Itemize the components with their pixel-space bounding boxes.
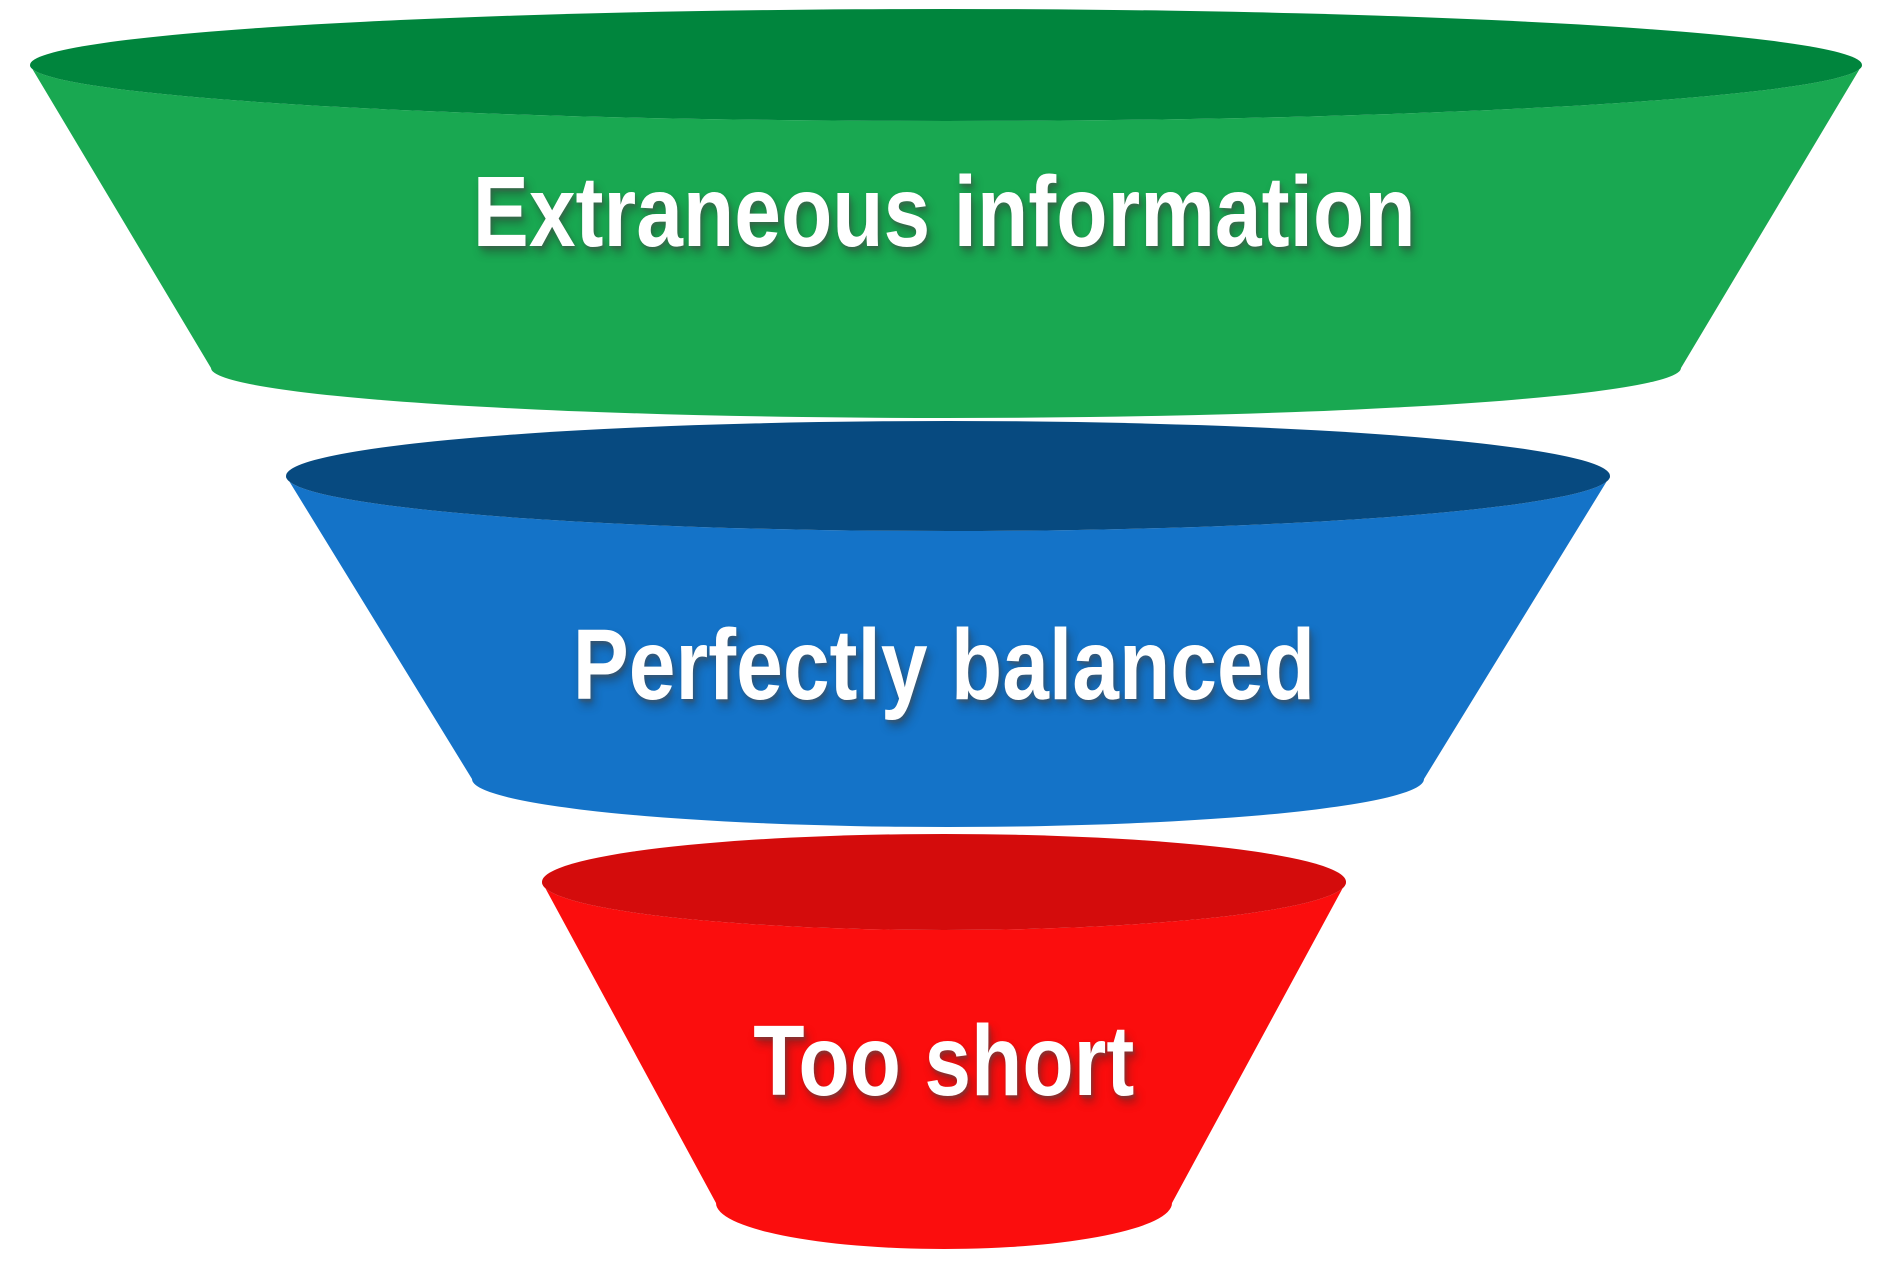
funnel-tier-bottom-body bbox=[542, 882, 1346, 1249]
funnel-tier-top-rim bbox=[30, 9, 1862, 121]
funnel-tier-middle-body bbox=[286, 476, 1610, 827]
funnel-tier-bottom-shape bbox=[542, 834, 1346, 1249]
funnel-tier-bottom-rim bbox=[542, 834, 1346, 930]
funnel-tier-middle-rim bbox=[286, 421, 1610, 531]
funnel-tier-top-shape bbox=[30, 9, 1862, 418]
funnel-tier-middle-shape bbox=[286, 421, 1610, 827]
funnel-tier-top-body bbox=[30, 65, 1862, 418]
